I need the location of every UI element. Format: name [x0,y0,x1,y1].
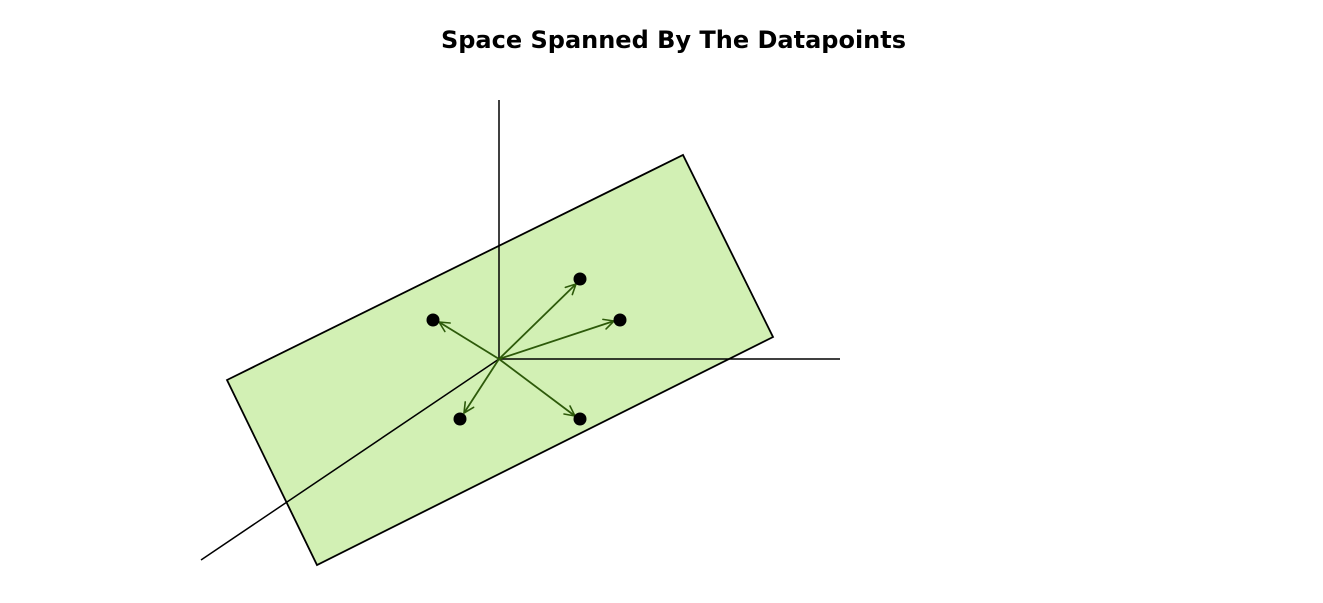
depth-axis [200,358,500,561]
datapoint [613,313,627,327]
datapoint [453,412,467,426]
coordinate-axes [200,100,840,561]
datapoints [426,272,627,426]
datapoint [573,272,587,286]
datapoint [573,412,587,426]
vector-upper-right [498,283,577,360]
page-title: Space Spanned By The Datapoints [440,26,907,54]
vectors [438,283,615,417]
vector-lower-left [463,358,500,414]
vector-right [498,318,615,360]
vector-lower-right [498,358,576,417]
datapoint [426,313,440,327]
vector-upper-left [438,321,500,360]
